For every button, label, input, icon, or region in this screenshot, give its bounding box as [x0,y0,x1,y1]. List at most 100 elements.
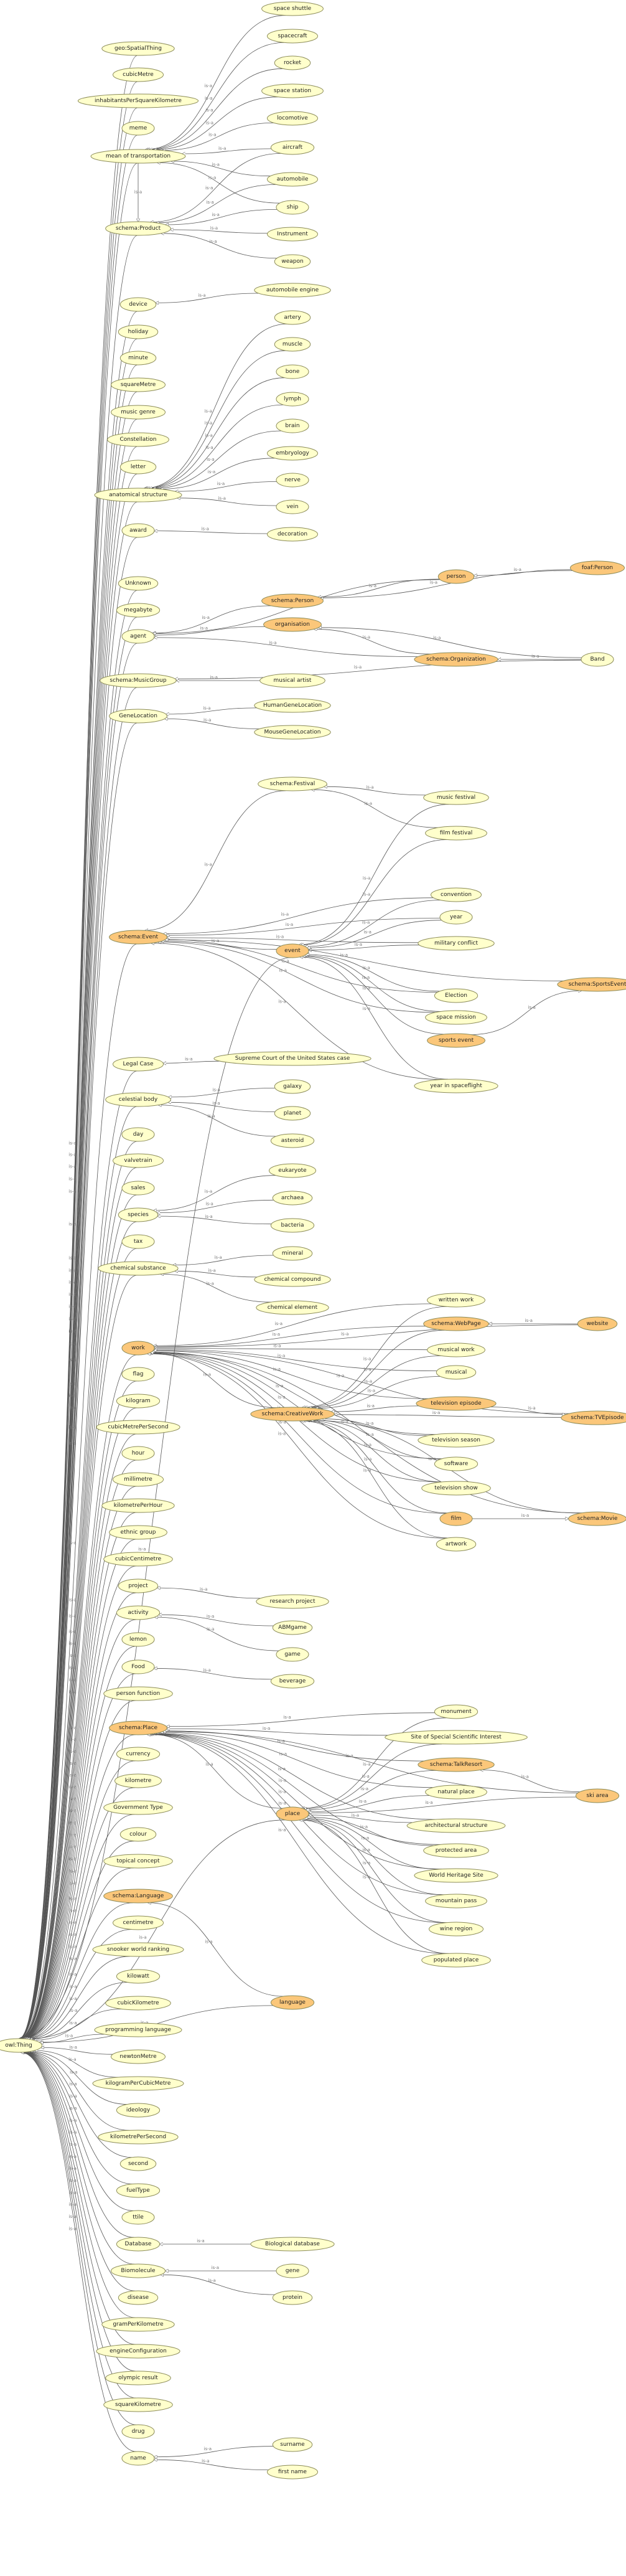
node-kilometre[interactable]: kilometre [114,1773,162,1788]
node-holiday[interactable]: holiday [118,324,159,339]
node-firstname[interactable]: first name [267,2465,318,2479]
node-muscle[interactable]: muscle [274,337,311,352]
node-flag[interactable]: flag [121,1367,155,1382]
node-bone[interactable]: bone [276,364,309,379]
node-vein[interactable]: vein [276,499,309,514]
node-engineconfig[interactable]: engineConfiguration [96,2344,180,2359]
node-kilogram[interactable]: kilogram [116,1394,161,1408]
node-tax[interactable]: tax [121,1234,155,1249]
node-anatomical[interactable]: anatomical structure [94,488,182,502]
node-schemaproduct[interactable]: schema:Product [105,221,171,236]
node-mousegene[interactable]: MouseGeneLocation [254,725,331,740]
node-mountainpass[interactable]: mountain pass [425,1894,487,1908]
node-musicfestival[interactable]: music festival [423,790,489,805]
node-schemaorg[interactable]: schema:Organization [414,652,498,667]
node-biomolecule[interactable]: Biomolecule [111,2263,166,2278]
node-cubicmetre[interactable]: cubicMetre [113,67,164,82]
node-kmps[interactable]: kilometrePerSecond [98,2130,179,2144]
node-ship[interactable]: ship [276,200,309,215]
node-schemaplace[interactable]: schema:Place [109,1720,167,1735]
node-spacecraft[interactable]: spacecraft [267,29,318,44]
node-gene[interactable]: gene [276,2263,309,2278]
node-wineregion[interactable]: wine region [429,1922,484,1937]
node-asteroid[interactable]: asteroid [270,1133,315,1148]
node-squarekilometre[interactable]: squareKilometre [103,2397,173,2412]
node-lemon[interactable]: lemon [121,1632,155,1647]
node-naturalplace[interactable]: natural place [425,1785,487,1800]
node-lymph[interactable]: lymph [276,392,309,407]
node-planet[interactable]: planet [274,1106,311,1121]
node-spaceshuttle[interactable]: space shuttle [261,1,324,16]
node-game[interactable]: game [276,1647,309,1662]
node-schemasportsevent[interactable]: schema:SportsEvent [557,977,626,992]
node-chemsub[interactable]: chemical substance [98,1261,179,1276]
node-govtype[interactable]: Government Type [103,1800,173,1815]
node-convention[interactable]: convention [431,887,482,902]
node-agent[interactable]: agent [121,629,155,644]
node-cubiccentimetre[interactable]: cubicCentimetre [103,1552,173,1567]
node-tvshow[interactable]: television show [421,1481,491,1496]
node-schemaperson[interactable]: schema:Person [261,593,324,608]
node-work[interactable]: work [121,1341,155,1356]
node-constellation[interactable]: Constellation [107,432,169,447]
node-yearinspaceflight[interactable]: year in spaceflight [414,1078,498,1093]
node-food[interactable]: Food [121,1659,155,1674]
node-olympicresult[interactable]: olympic result [105,2371,171,2385]
node-personfunction[interactable]: person function [103,1686,173,1701]
node-filmfestival[interactable]: film festival [425,826,487,841]
node-legalcase[interactable]: Legal Case [113,1057,164,1072]
node-project[interactable]: project [118,1578,159,1593]
node-automobileengine[interactable]: automobile engine [254,283,331,298]
node-film[interactable]: film [439,1511,473,1526]
node-protectedarea[interactable]: protected area [423,1843,489,1858]
node-instrument[interactable]: Instrument [267,227,318,242]
node-person[interactable]: person [437,569,475,584]
node-spacestation[interactable]: space station [261,83,324,98]
node-ethnicgroup[interactable]: ethnic group [109,1525,167,1540]
node-sportsevent[interactable]: sports event [427,1033,485,1048]
node-musicalartist[interactable]: musical artist [259,673,325,688]
node-software[interactable]: software [434,1456,479,1471]
node-celestialbody[interactable]: celestial body [105,1092,171,1107]
node-language[interactable]: language [270,1995,315,2010]
node-biologicaldatabase[interactable]: Biological database [250,2237,335,2252]
node-cmps[interactable]: cubicMetrePerSecond [96,1420,180,1435]
node-kilowatt[interactable]: kilowatt [116,1969,161,1984]
node-eukaryote[interactable]: eukaryote [269,1163,316,1178]
node-ideology[interactable]: ideology [116,2103,161,2118]
node-surname[interactable]: surname [272,2437,313,2452]
node-election[interactable]: Election [434,988,479,1003]
node-gpkm[interactable]: gramPerKilometre [101,2317,175,2332]
node-schemalanguage[interactable]: schema:Language [103,1889,173,1904]
node-abmgame[interactable]: ABMgame [272,1620,313,1635]
node-event[interactable]: event [276,943,309,958]
node-populatedplace[interactable]: populated place [421,1953,491,1968]
node-megabyte[interactable]: megabyte [116,603,161,618]
node-weapon[interactable]: weapon [274,254,311,269]
node-aircraft[interactable]: aircraft [270,140,315,155]
node-humangene[interactable]: HumanGeneLocation [254,698,331,713]
node-artwork[interactable]: artwork [436,1537,477,1552]
node-military[interactable]: military conflict [418,936,495,951]
node-musicgenre[interactable]: music genre [111,405,166,420]
node-whs[interactable]: World Heritage Site [414,1868,498,1883]
node-band[interactable]: Band [581,652,614,667]
node-chemelement[interactable]: chemical element [256,1300,329,1315]
node-brain[interactable]: brain [276,418,309,433]
node-chemcompound[interactable]: chemical compound [254,1272,331,1287]
node-proglang[interactable]: programming language [94,2022,182,2037]
node-kgpcm[interactable]: kilogramPerCubicMetre [92,2076,184,2091]
node-schemafestival[interactable]: schema:Festival [258,776,327,791]
node-cubickilometre[interactable]: cubicKilometre [105,1996,171,2011]
node-archstructure[interactable]: architectural structure [406,1818,506,1833]
node-meme[interactable]: meme [121,121,155,136]
node-protein[interactable]: protein [272,2290,313,2305]
node-locomotive[interactable]: locomotive [267,111,318,126]
node-hour[interactable]: hour [121,1446,155,1461]
node-skiarea[interactable]: ski area [575,1788,620,1803]
node-geospatialthing[interactable]: geo:SpatialThing [101,41,175,56]
node-galaxy[interactable]: galaxy [274,1079,311,1094]
node-kmph[interactable]: kilometrePerHour [101,1498,175,1513]
node-disease[interactable]: disease [118,2290,159,2305]
node-drug[interactable]: drug [121,2424,155,2439]
